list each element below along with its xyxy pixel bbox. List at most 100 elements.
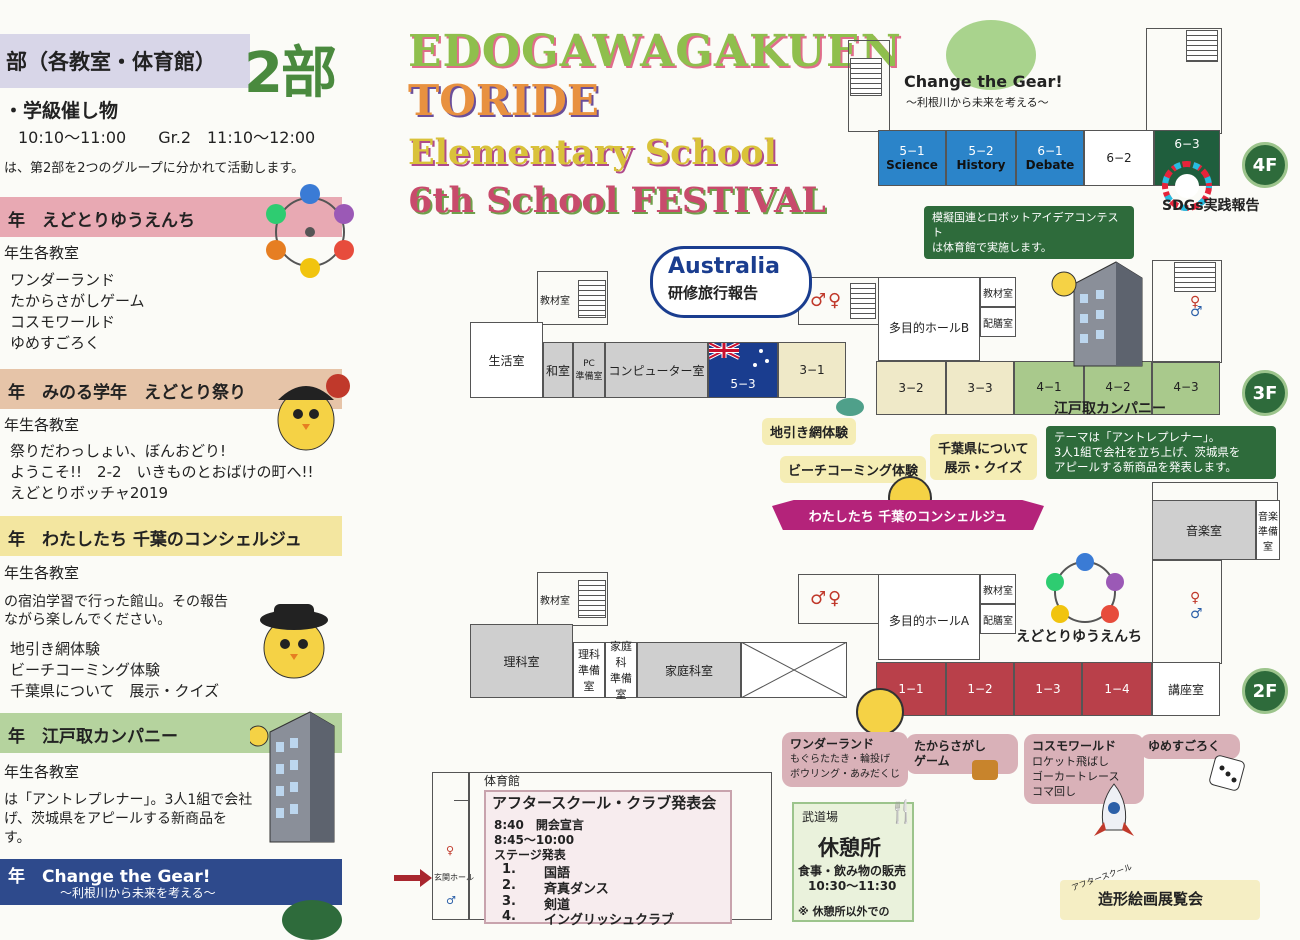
room-katei-prep[interactable]: 家庭科 準備室 (605, 640, 637, 701)
part-header-bar (0, 34, 250, 88)
room-name: 講座室 (1167, 682, 1204, 697)
4f-note: 模擬国連とロボットアイデアコンテスト は体育館で実施します。 (924, 206, 1134, 259)
rocket-icon (1094, 783, 1134, 836)
attraction-wonderland: ワンダーランド もぐらたたき・輪投げ ボウリング・あみだくじ (782, 732, 908, 787)
3f-wing-left (537, 271, 608, 325)
dice-icon (1209, 755, 1245, 791)
room-name: 1−1 (898, 682, 924, 696)
room-sub: History (956, 158, 1006, 172)
room-1-2[interactable]: 1−2 (946, 662, 1014, 716)
stage-item-num: 2. (502, 878, 516, 893)
title-line1: EDOGAWAGAKUEN (408, 26, 902, 77)
room-4-3[interactable]: 4−3 (1152, 361, 1220, 415)
room-koza[interactable]: 講座室 (1152, 662, 1220, 716)
room-pc-prep[interactable]: PC 準備室 (573, 342, 605, 398)
gym-title: アフタースクール・クラブ発表会 (492, 794, 717, 812)
room-name: 家庭科室 (664, 663, 713, 678)
australia-title: Australia (668, 254, 780, 279)
room-name: 理科 準備室 (578, 648, 600, 693)
void-area (741, 642, 847, 698)
stairs-icon (1174, 262, 1216, 292)
stage-item-name: 斉真ダンス (544, 882, 609, 897)
room-name: 配膳室 (983, 615, 1013, 627)
stage-item-name: 剣道 (544, 898, 571, 913)
part-header-label: 部（各教室・体育館） (6, 50, 216, 74)
room-name: 1−3 (1035, 682, 1061, 696)
room-4-2[interactable]: 4−2 (1084, 361, 1152, 415)
room-name: 6−2 (1106, 151, 1132, 165)
yuenchi-label: えどとりゆうえんち (1016, 629, 1142, 645)
room-name: 理科室 (503, 654, 540, 669)
room-kyozai2-2f[interactable]: 教材室 (980, 574, 1016, 604)
section-line: 千葉県について 展示・クイズ (10, 682, 220, 700)
attraction-title: たからさがし ゲーム (914, 739, 987, 768)
section-title-matsuri: 年 みのる学年 えどとり祭り (8, 383, 246, 403)
room-kyozai2-3f[interactable]: 教材室 (980, 277, 1016, 307)
room-3-3[interactable]: 3−3 (946, 361, 1014, 415)
edt-building-icon (250, 711, 335, 843)
room-1-4[interactable]: 1−4 (1082, 662, 1152, 716)
section-room: 年生各教室 (4, 416, 80, 434)
room-haizen-3f[interactable]: 配膳室 (980, 307, 1016, 337)
section-room: 年生各教室 (4, 564, 80, 582)
entrance-wall (454, 800, 469, 920)
event-title: ・学級催し物 (4, 100, 119, 122)
section-line: げ、茨城県をアピールする新商品を (4, 811, 228, 827)
room-name: コンピューター室 (608, 363, 705, 378)
mascot-icon (856, 688, 904, 736)
room-rika[interactable]: 理科室 (470, 624, 573, 698)
company-label: 江戸取カンパニー (1054, 401, 1166, 417)
room-music[interactable]: 音楽室 (1152, 500, 1256, 560)
room-6-1[interactable]: 6−1 Debate (1016, 130, 1084, 186)
room-3-2[interactable]: 3−2 (876, 361, 946, 415)
section-line: コスモワールド (10, 313, 116, 331)
room-rika-prep[interactable]: 理科 準備室 (573, 642, 605, 698)
room-hall-a[interactable]: 多目的ホールA (878, 574, 980, 660)
room-6-2[interactable]: 6−2 (1084, 130, 1154, 186)
room-name: 和室 (545, 363, 570, 378)
concierge-banner: わたしたち 千葉のコンシェルジュ (772, 500, 1044, 530)
floor-label-3f: 3F (1242, 370, 1288, 416)
gym-schedule: 8:40 開会宣言 (494, 818, 584, 832)
entrance-label: 玄関ホール (434, 873, 474, 882)
section-line: は「アントレプレナー」。3人1組で会社 (4, 792, 253, 808)
section-line: 祭りだわっしょい、ぼんおどり! (10, 442, 227, 460)
room-hall-b[interactable]: 多目的ホールB (878, 277, 980, 361)
3f-wing-right (1152, 260, 1222, 363)
room-katei[interactable]: 家庭科室 (637, 642, 741, 698)
room-name: 多目的ホールA (888, 614, 970, 628)
room-1-3[interactable]: 1−3 (1014, 662, 1082, 716)
room-computer[interactable]: コンピューター室 (605, 342, 708, 398)
section-bar-concierge (0, 516, 342, 556)
gym-label: 体育館 (484, 774, 521, 788)
restroom-icon: ♀ (828, 588, 842, 609)
sdgs-wheel-icon (1162, 161, 1212, 211)
room-name: PC 準備室 (575, 358, 603, 382)
room-name: 多目的ホールB (888, 321, 970, 335)
room-washitsu[interactable]: 和室 (543, 342, 573, 398)
budojo-card (792, 802, 914, 922)
room-music-prep[interactable]: 音楽 準備室 (1256, 500, 1280, 560)
section-line: 地引き網体験 (10, 640, 101, 658)
room-name: 生活室 (488, 353, 525, 368)
section-line: ワンダーランド (10, 271, 116, 289)
restroom-icon: ♀ (828, 290, 842, 311)
room-kyozai-3f: 教材室 (540, 296, 570, 307)
room-haizen-2f[interactable]: 配膳室 (980, 604, 1016, 634)
room-3-1[interactable]: 3−1 (778, 342, 846, 398)
corridor (1152, 482, 1278, 502)
attraction-title: ワンダーランド (790, 737, 875, 751)
room-seikatsu[interactable]: 生活室 (470, 322, 543, 398)
restroom-icon: ♂ (810, 290, 827, 311)
room-name: 3−3 (967, 381, 993, 395)
room-5-1[interactable]: 5−1 Science (878, 130, 946, 186)
room-name: 配膳室 (983, 318, 1013, 330)
attraction-cosmo: コスモワールド ロケット飛ばし ゴーカートレース コマ回し (1024, 734, 1144, 804)
room-4-1[interactable]: 4−1 (1014, 361, 1084, 415)
room-name: 3−1 (799, 363, 825, 377)
section-sub-change-gear: 〜利根川から未来を考える〜 (60, 886, 216, 900)
attraction-sub: ロケット飛ばし ゴーカートレース コマ回し (1032, 755, 1120, 798)
art-card (1060, 880, 1260, 920)
deco-circle (282, 900, 342, 940)
room-5-2[interactable]: 5−2 History (946, 130, 1016, 186)
